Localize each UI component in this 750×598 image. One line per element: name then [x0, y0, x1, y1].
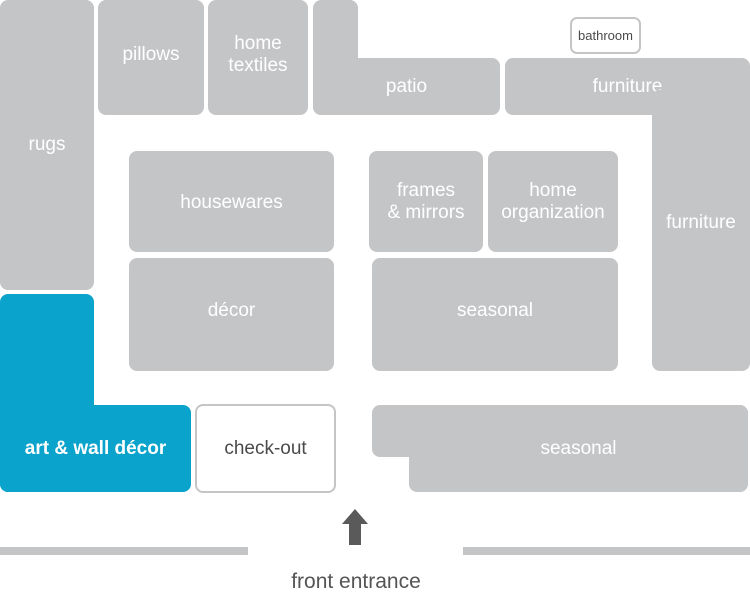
bathroom-section[interactable] [570, 17, 641, 54]
front-wall-left [0, 547, 248, 555]
seasonal-center-section[interactable] [372, 258, 618, 371]
front-wall-right [463, 547, 750, 555]
home-textiles-section[interactable] [208, 0, 308, 115]
decor-section[interactable] [129, 258, 334, 371]
check-out-section[interactable] [195, 404, 336, 493]
patio-section-upper[interactable] [313, 0, 358, 115]
home-organization-section[interactable] [488, 151, 618, 252]
rugs-section[interactable] [0, 0, 94, 290]
entrance-arrow-icon [342, 509, 368, 545]
seasonal-bottom-section-lower[interactable] [409, 405, 748, 492]
pillows-section[interactable] [98, 0, 204, 115]
art-wall-decor-section-lower[interactable] [0, 405, 191, 492]
housewares-section[interactable] [129, 151, 334, 252]
front-entrance-label: front entrance [291, 570, 421, 593]
furniture-right-section[interactable] [652, 90, 750, 371]
frames-mirrors-section[interactable] [369, 151, 483, 252]
